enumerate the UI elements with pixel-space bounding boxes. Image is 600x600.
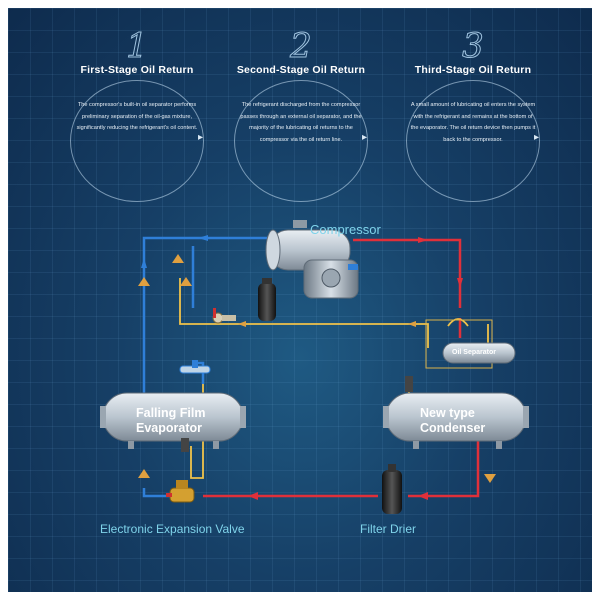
stage-title: First-Stage Oil Return — [80, 64, 194, 76]
condenser-vessel — [383, 376, 529, 449]
blue-arrows — [141, 235, 208, 268]
stage-number: 1 — [126, 26, 149, 66]
flow-arrow — [418, 492, 428, 500]
stage-number: 3 — [462, 26, 485, 66]
flow-arrow — [180, 277, 192, 286]
stage-circle-outline — [234, 80, 368, 202]
refrigeration-circuit — [100, 220, 529, 514]
flow-arrow — [418, 237, 428, 243]
flow-arrow — [408, 321, 416, 327]
oil-return-pump — [258, 278, 276, 321]
oil-separator — [442, 342, 516, 364]
flow-arrow — [141, 258, 147, 268]
oil-valve — [212, 308, 236, 324]
evaporator-label-line1: Falling Film — [136, 406, 206, 420]
stage-circle-outline — [70, 80, 204, 202]
evaporator-label: Falling Film Evaporator — [136, 406, 205, 436]
red-arrows — [248, 237, 463, 500]
condenser-label-line1: New type — [420, 406, 475, 420]
expansion-valve — [166, 480, 195, 503]
evaporator-label-line2: Evaporator — [136, 421, 202, 435]
stage-title: Third-Stage Oil Return — [414, 64, 532, 76]
oil-pipe-loop — [447, 318, 469, 327]
oil-pipe — [179, 278, 429, 348]
stage-description: A small amount of lubricating oil enters… — [410, 102, 536, 143]
stage-title: Second-Stage Oil Return — [236, 64, 366, 76]
suction-pipe — [142, 488, 173, 498]
flow-arrow — [198, 235, 208, 241]
compressor-label: Compressor — [310, 222, 381, 237]
expansion-valve-label: Electronic Expansion Valve — [100, 522, 245, 536]
discharge-pipe — [353, 238, 462, 308]
flow-arrow — [484, 474, 496, 483]
evaporator-vessel — [100, 392, 246, 452]
stage-circle-outline — [406, 80, 540, 202]
flow-arrow — [138, 469, 150, 478]
flow-arrows — [138, 254, 496, 483]
stage-number: 2 — [290, 26, 313, 66]
stage-description: The refrigerant discharged from the comp… — [240, 102, 362, 143]
oil-return-line — [179, 278, 489, 479]
flow-arrow — [238, 321, 246, 327]
stage-card-second: 2 Second-Stage Oil Return ▸ The refriger… — [216, 28, 386, 203]
stage-description: The compressor's built-in oil separator … — [76, 102, 198, 131]
diagram-canvas: 1 First-Stage Oil Return ▸ The compresso… — [8, 8, 592, 592]
compressor-unit — [265, 220, 359, 299]
condenser-label-line2: Condenser — [420, 421, 486, 435]
oil-separator-label: Oil Separator — [452, 349, 496, 356]
stage-card-first: 1 First-Stage Oil Return ▸ The compresso… — [52, 28, 222, 203]
flow-arrow — [457, 278, 463, 288]
suction-pipe — [142, 236, 273, 398]
condenser-label: New type Condenser — [420, 406, 485, 436]
flow-arrow — [172, 254, 184, 263]
chevron-right-icon: ▸ — [198, 132, 204, 143]
chevron-right-icon: ▸ — [534, 132, 540, 143]
stage-card-third: 3 Third-Stage Oil Return ▸ A small amoun… — [388, 28, 558, 203]
sight-glass-valve — [179, 360, 211, 374]
chevron-right-icon: ▸ — [362, 132, 368, 143]
filter-drier — [382, 464, 402, 514]
flow-arrow — [138, 277, 150, 286]
flow-arrow — [248, 492, 258, 500]
filter-drier-label: Filter Drier — [360, 522, 416, 536]
